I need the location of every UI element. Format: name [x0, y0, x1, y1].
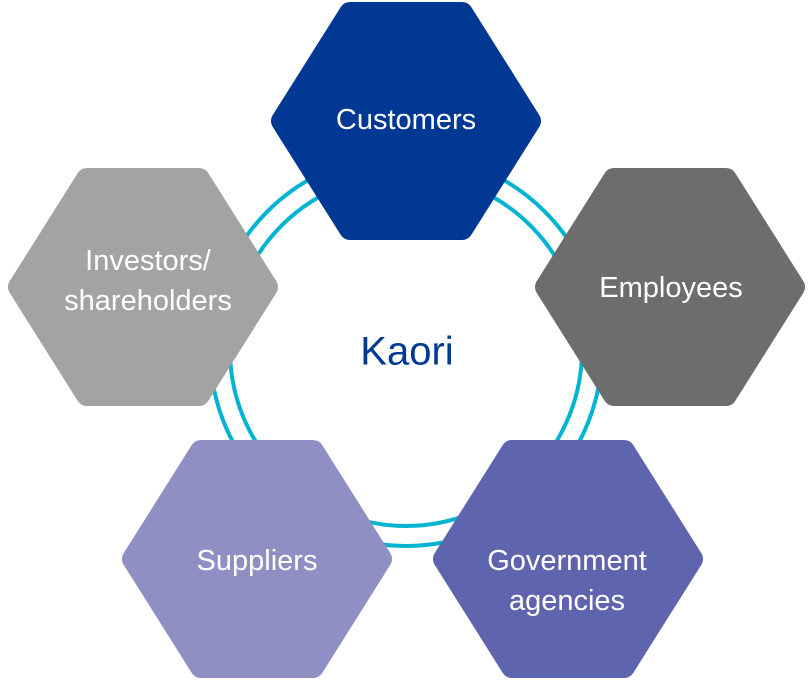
label-line: Employees [599, 272, 743, 304]
node-government-label: Government agencies [487, 541, 647, 621]
label-line: Investors/ [85, 245, 211, 277]
hexagon-investors [8, 168, 278, 406]
hexagon-suppliers [122, 440, 392, 678]
node-investors-label: Investors/ shareholders [64, 241, 232, 321]
label-line: shareholders [64, 285, 232, 317]
hexagon-customers [271, 2, 541, 240]
hexagon-government [433, 440, 703, 678]
node-employees-label: Employees [599, 268, 742, 308]
label-line: agencies [508, 585, 626, 617]
hexagon-employees [535, 168, 805, 406]
label-line: Customers [335, 104, 477, 136]
label-line: Suppliers [196, 545, 318, 577]
label-line: Government [487, 545, 647, 577]
center-label: Kaori [360, 329, 454, 374]
node-suppliers-label: Suppliers [197, 541, 318, 581]
node-customers-label: Customers [336, 100, 476, 140]
